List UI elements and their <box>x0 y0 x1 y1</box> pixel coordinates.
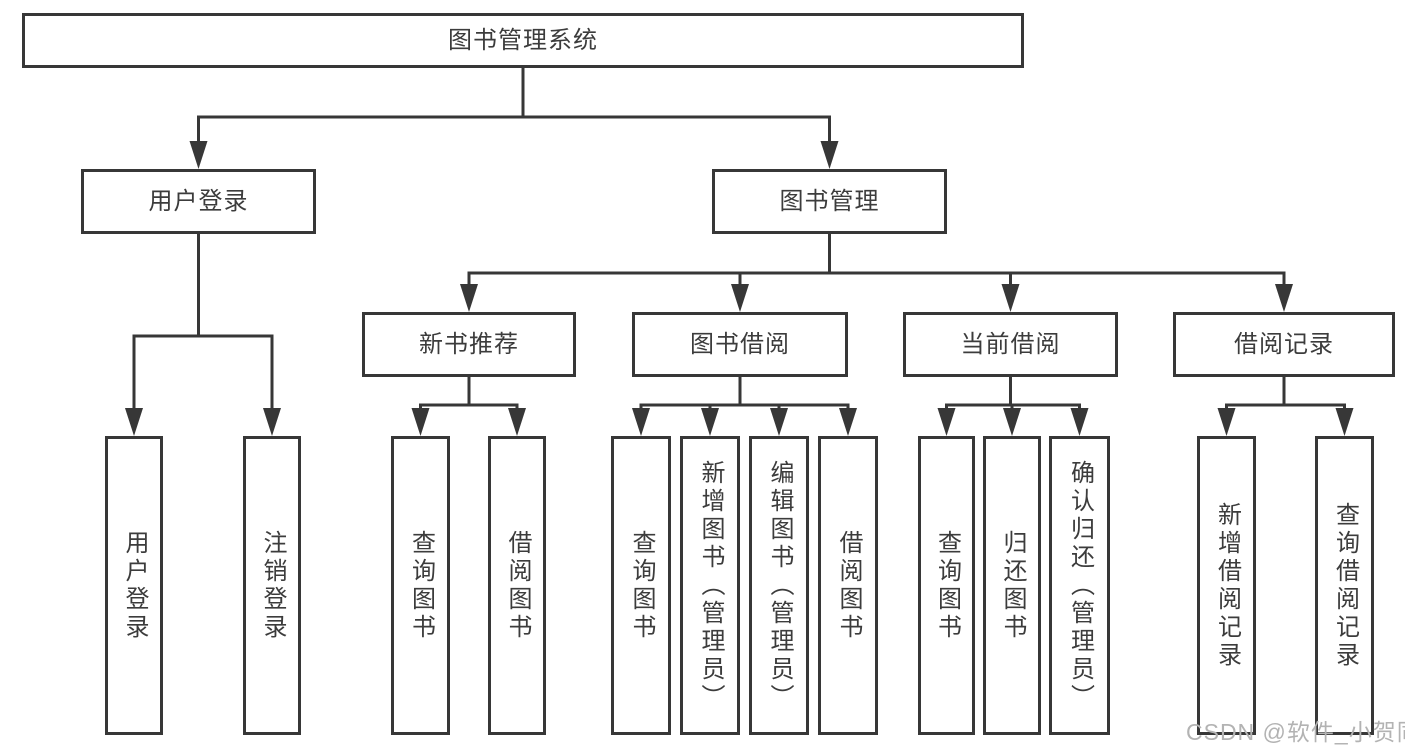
arrowhead-book-mgmt <box>820 141 839 169</box>
node-label-root: 图书管理系统 <box>448 26 598 54</box>
node-book-mgmt: 图书管理 <box>712 169 947 234</box>
node-label-book-mgmt: 图书管理 <box>779 187 880 215</box>
node-label-leaf-cu-return: 归还图书 <box>999 529 1026 642</box>
arrowhead-new-book-rec <box>460 284 478 312</box>
arrowhead-leaf-cu-query <box>937 408 956 436</box>
node-leaf-user-login: 用户登录 <box>105 436 163 735</box>
node-label-book-borrow: 图书借阅 <box>690 330 790 358</box>
node-label-new-book-rec: 新书推荐 <box>419 330 519 358</box>
node-leaf-cu-query: 查询图书 <box>918 436 975 735</box>
arrowhead-leaf-bw-edit <box>770 408 788 436</box>
arrowhead-borrow-record <box>1275 284 1293 312</box>
arrowhead-current-borrow <box>1001 284 1020 312</box>
node-label-user-login: 用户登录 <box>148 187 249 215</box>
node-leaf-nb-borrow: 借阅图书 <box>488 436 546 735</box>
node-leaf-bw-borrow: 借阅图书 <box>818 436 878 735</box>
node-leaf-bw-edit: 编辑图书（管理员） <box>749 436 809 735</box>
node-label-leaf-nb-query: 查询图书 <box>407 529 435 642</box>
node-user-login: 用户登录 <box>81 169 316 234</box>
arrowhead-leaf-user-login <box>125 408 143 436</box>
node-leaf-logout: 注销登录 <box>243 436 301 735</box>
watermark: CSDN @软件_小贺同学 <box>1186 719 1405 745</box>
arrowhead-leaf-cu-return <box>1003 408 1021 436</box>
node-label-leaf-bw-borrow: 借阅图书 <box>835 529 862 642</box>
arrowhead-leaf-bw-borrow <box>839 408 857 436</box>
node-new-book-rec: 新书推荐 <box>362 312 576 377</box>
node-label-leaf-cu-confirm: 确认归还（管理员） <box>1066 459 1094 712</box>
node-leaf-nb-query: 查询图书 <box>391 436 450 735</box>
node-borrow-record: 借阅记录 <box>1173 312 1395 377</box>
arrowhead-leaf-rc-query <box>1335 408 1354 436</box>
arrowhead-leaf-nb-query <box>411 408 430 436</box>
node-label-leaf-user-login: 用户登录 <box>121 529 148 642</box>
node-leaf-bw-add: 新增图书（管理员） <box>680 436 740 735</box>
node-label-current-borrow: 当前借阅 <box>960 330 1061 358</box>
node-label-leaf-rc-query: 查询借阅记录 <box>1331 501 1359 670</box>
node-label-leaf-bw-query: 查询图书 <box>628 529 655 642</box>
node-label-borrow-record: 借阅记录 <box>1234 330 1334 358</box>
arrowhead-leaf-bw-add <box>701 408 719 436</box>
node-root: 图书管理系统 <box>22 13 1024 68</box>
node-label-leaf-bw-edit: 编辑图书（管理员） <box>766 459 793 712</box>
node-current-borrow: 当前借阅 <box>903 312 1118 377</box>
node-leaf-rc-query: 查询借阅记录 <box>1315 436 1374 735</box>
node-label-leaf-logout: 注销登录 <box>259 529 286 642</box>
node-label-leaf-cu-query: 查询图书 <box>933 529 961 642</box>
node-label-leaf-rc-add: 新增借阅记录 <box>1213 501 1241 670</box>
node-book-borrow: 图书借阅 <box>632 312 848 377</box>
arrowhead-leaf-bw-query <box>632 408 650 436</box>
arrowhead-leaf-rc-add <box>1217 408 1236 436</box>
arrowhead-leaf-cu-confirm <box>1070 408 1089 436</box>
node-leaf-bw-query: 查询图书 <box>611 436 671 735</box>
node-leaf-cu-confirm: 确认归还（管理员） <box>1049 436 1110 735</box>
arrowhead-book-borrow <box>731 284 749 312</box>
arrowhead-leaf-logout <box>263 408 281 436</box>
node-leaf-cu-return: 归还图书 <box>983 436 1041 735</box>
node-label-leaf-bw-add: 新增图书（管理员） <box>697 459 724 712</box>
arrowhead-user-login <box>189 141 208 169</box>
node-label-leaf-nb-borrow: 借阅图书 <box>504 529 531 642</box>
node-leaf-rc-add: 新增借阅记录 <box>1197 436 1256 735</box>
arrowhead-leaf-nb-borrow <box>508 408 526 436</box>
